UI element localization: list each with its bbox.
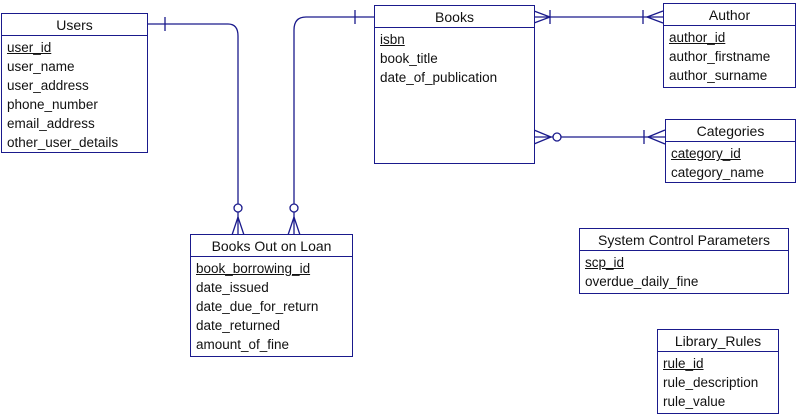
rel-books-categories-crowfoot-left [533, 129, 553, 145]
entity-author[interactable]: Author author_id author_firstname author… [663, 3, 796, 88]
entity-loan-title: Books Out on Loan [191, 235, 352, 257]
rel-books-categories-zero-mark [552, 132, 562, 142]
entity-users[interactable]: Users user_id user_name user_address pho… [1, 13, 148, 153]
entity-categories-attr: category_name [671, 165, 765, 180]
entity-books-pk: isbn [380, 32, 405, 47]
rel-books-loan-crowfoot [287, 214, 301, 236]
entity-users-attr: email_address [7, 116, 95, 131]
entity-users-title: Users [2, 14, 147, 36]
rel-users-loan [147, 23, 239, 235]
rel-users-loan-crowfoot [231, 214, 245, 236]
rel-users-loan-zero-mark [233, 203, 243, 213]
entity-loan-attr: amount_of_fine [196, 337, 290, 352]
entity-library-rules[interactable]: Library_Rules rule_id rule_description r… [657, 329, 779, 414]
entity-users-attr: phone_number [7, 97, 98, 112]
entity-author-title: Author [664, 4, 795, 26]
rel-books-loan-zero-mark [289, 203, 299, 213]
entity-rules-attr: rule_description [663, 375, 759, 390]
rel-books-author-crowfoot-right [645, 10, 664, 24]
rel-books-categories-crowfoot-right [646, 129, 666, 145]
entity-rules-title: Library_Rules [658, 330, 778, 352]
entity-scp-attr: overdue_daily_fine [585, 274, 699, 289]
entity-rules-attr: rule_value [663, 394, 726, 409]
entity-categories[interactable]: Categories category_id category_name [665, 119, 796, 183]
entity-books-attr: book_title [380, 51, 438, 66]
entity-author-pk: author_id [669, 30, 726, 45]
entity-author-attr: author_surname [669, 68, 768, 83]
entity-categories-title: Categories [666, 120, 795, 142]
entity-scp-pk: scp_id [585, 255, 625, 270]
entity-scp-title: System Control Parameters [580, 229, 788, 251]
entity-system-control-parameters[interactable]: System Control Parameters scp_id overdue… [579, 228, 789, 294]
entity-books-attr: date_of_publication [380, 70, 498, 85]
entity-loan-attr: date_returned [196, 318, 281, 333]
entity-books-title: Books [375, 6, 534, 28]
entity-books[interactable]: Books isbn book_title date_of_publicatio… [374, 5, 535, 164]
entity-users-pk: user_id [7, 40, 52, 55]
entity-users-attr: user_address [7, 78, 89, 93]
entity-loan-attr: date_issued [196, 280, 269, 295]
entity-users-attr: other_user_details [7, 135, 119, 150]
entity-author-attr: author_firstname [669, 49, 771, 64]
entity-loan-pk: book_borrowing_id [196, 261, 311, 276]
entity-rules-pk: rule_id [663, 356, 704, 371]
entity-books-out-on-loan[interactable]: Books Out on Loan book_borrowing_id date… [190, 234, 353, 357]
entity-categories-pk: category_id [671, 146, 741, 161]
rel-books-loan [293, 16, 374, 235]
entity-loan-attr: date_due_for_return [196, 299, 319, 314]
entity-users-attr: user_name [7, 59, 75, 74]
